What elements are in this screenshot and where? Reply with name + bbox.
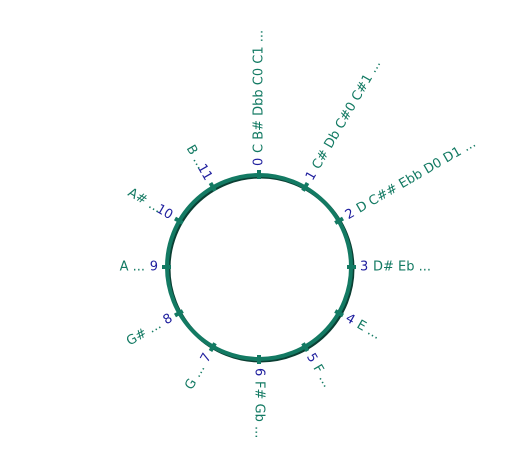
tick-mark-11 (208, 181, 217, 192)
pitch-class-names-9: A ... (120, 260, 145, 275)
pitch-class-number-4: 4 (343, 311, 358, 328)
pitch-class-number-11: 11 (194, 161, 215, 183)
tick-mark-7 (208, 342, 217, 353)
pitch-class-number-10: 10 (153, 202, 175, 223)
pitch-class-number-5: 5 (303, 351, 320, 366)
pitch-class-names-3: D# Eb ... (373, 260, 431, 275)
tick-mark-4 (334, 309, 345, 318)
pitch-class-names-10: A# ... (125, 185, 164, 216)
tick-mark-10 (173, 216, 184, 225)
pitch-class-number-0: 0 (252, 158, 267, 166)
pitch-ring (165, 173, 353, 361)
pitch-class-number-7: 7 (198, 351, 215, 366)
pitch-class-number-3: 3 (360, 260, 368, 275)
pitch-class-number-9: 9 (150, 260, 158, 275)
pitch-class-names-7: G ... (182, 362, 208, 393)
pitch-class-names-8: G# ... (124, 318, 164, 350)
tick-mark-1 (301, 181, 310, 192)
pitch-class-number-2: 2 (343, 206, 358, 223)
tick-mark-5 (301, 342, 310, 353)
tick-mark-8 (173, 309, 184, 318)
pitch-class-names-6: F# Gb ... (252, 381, 267, 438)
pitch-class-names-5: F ... (310, 362, 335, 390)
tick-mark-2 (334, 216, 345, 225)
pitch-class-number-8: 8 (161, 311, 176, 328)
pitch-class-names-4: E ... (354, 318, 383, 343)
pitch-class-number-1: 1 (303, 169, 320, 184)
pitch-class-names-0: C B# Dbb C0 C1 ... (252, 30, 267, 153)
pitch-class-number-6: 6 (252, 368, 267, 376)
pitch-class-names-2: D C## Ebb D0 D1 ... (354, 136, 479, 217)
pitch-class-names-1: C# Db C#0 C#1 ... (310, 57, 385, 172)
